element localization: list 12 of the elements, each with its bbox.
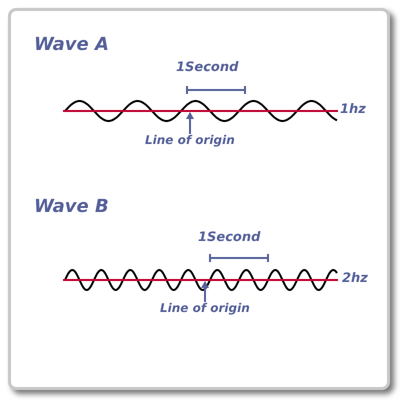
leader-label: Line of origin <box>160 301 250 315</box>
wave-title: Wave B <box>34 196 109 217</box>
frequency-label: 1hz <box>340 102 366 117</box>
time-label: 1Second <box>176 60 238 75</box>
wave-title: Wave A <box>34 34 109 55</box>
time-label: 1Second <box>198 230 260 245</box>
origin-line <box>63 279 338 281</box>
origin-line <box>63 110 338 112</box>
leader-label: Line of origin <box>145 133 235 147</box>
leader-line <box>186 112 194 134</box>
frequency-label: 2hz <box>342 271 368 286</box>
leader-line <box>201 281 209 302</box>
